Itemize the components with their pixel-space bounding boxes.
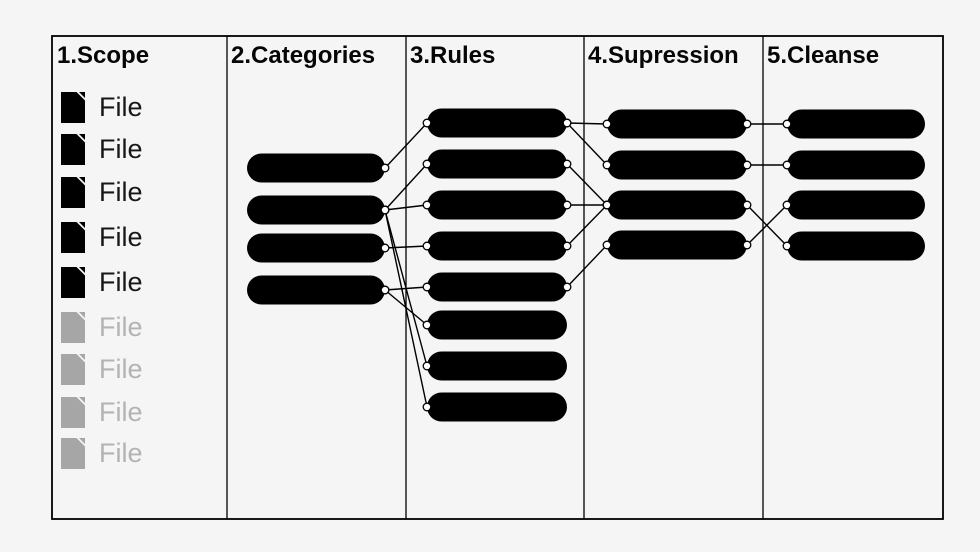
connection-port [602,200,612,210]
column-header-supression: 4.Supression [588,42,739,69]
connection-port [742,200,752,210]
column-header-categories: 2.Categories [231,42,376,69]
file-icon [61,266,85,298]
connection-port [602,119,612,129]
file-label: File [99,396,143,427]
connection-line [384,245,428,249]
file-icon [61,353,85,385]
pipeline-node-cl1[interactable] [787,109,925,139]
pipeline-node-s2[interactable] [607,150,747,180]
connection-port [422,118,432,128]
file-label: File [99,353,143,384]
pipeline-node-r8[interactable] [427,392,567,422]
connection-line [566,204,608,247]
connection-port [422,282,432,292]
connection-port [562,118,572,128]
connection-line [566,122,608,125]
connection-port [422,361,432,371]
pipeline-node-r7[interactable] [427,351,567,381]
pipeline-node-cl4[interactable] [787,231,925,261]
connection-port [422,241,432,251]
pipeline-node-c3[interactable] [247,233,385,263]
pipeline-node-s4[interactable] [607,230,747,260]
file-item[interactable]: File [61,176,143,208]
file-icon [61,133,85,165]
file-label: File [99,266,143,297]
file-icon [61,311,85,343]
file-label: File [99,176,143,207]
file-item[interactable]: File [61,91,143,123]
connection-port [380,163,390,173]
file-item[interactable]: File [61,133,143,165]
pipeline-node-r2[interactable] [427,149,567,179]
connection-port [380,285,390,295]
connection-port [422,320,432,330]
file-label: File [99,133,143,164]
connection-port [742,119,752,129]
pipeline-node-cl3[interactable] [787,190,925,220]
file-item[interactable]: File [61,396,143,428]
connection-line [384,286,428,291]
connection-port [380,205,390,215]
connection-port [602,160,612,170]
file-item[interactable]: File [61,266,143,298]
connection-port [782,119,792,129]
connection-port [562,200,572,210]
connection-port [380,243,390,253]
file-label: File [99,91,143,122]
connection-line [384,204,428,211]
file-icon [61,176,85,208]
connection-port [422,200,432,210]
pipeline-node-c1[interactable] [247,153,385,183]
connection-line [384,122,428,169]
connection-port [422,159,432,169]
connection-port [782,160,792,170]
connection-line [566,122,608,166]
pipeline-node-c2[interactable] [247,195,385,225]
file-item[interactable]: File [61,353,143,385]
connection-port [602,240,612,250]
pipeline-node-r4[interactable] [427,231,567,261]
pipeline-node-s1[interactable] [607,109,747,139]
file-item[interactable]: File [61,437,143,469]
pipeline-node-s3[interactable] [607,190,747,220]
connection-line [384,163,428,211]
connection-port [742,240,752,250]
pipeline-node-c4[interactable] [247,275,385,305]
connection-port [562,282,572,292]
connection-port [782,200,792,210]
file-icon [61,396,85,428]
pipeline-node-r5[interactable] [427,272,567,302]
connection-line [384,289,428,326]
connection-port [782,241,792,251]
connection-line [566,244,608,288]
file-icon [61,221,85,253]
file-item[interactable]: File [61,221,143,253]
connection-line [384,209,428,408]
column-header-cleanse: 5.Cleanse [767,42,880,69]
pipeline-node-r3[interactable] [427,190,567,220]
connection-port [742,160,752,170]
table-frame [51,35,944,520]
file-label: File [99,221,143,252]
file-label: File [99,311,143,342]
pipeline-node-cl2[interactable] [787,150,925,180]
column-header-scope: 1.Scope [57,42,150,69]
connection-line [566,163,608,206]
pipeline-node-r1[interactable] [427,108,567,138]
connection-line [746,204,788,246]
connection-port [562,159,572,169]
file-item[interactable]: File [61,311,143,343]
file-icon [61,437,85,469]
connection-port [562,241,572,251]
file-icon [61,91,85,123]
file-label: File [99,437,143,468]
pipeline-node-r6[interactable] [427,310,567,340]
column-header-rules: 3.Rules [410,42,496,69]
connection-port [422,402,432,412]
